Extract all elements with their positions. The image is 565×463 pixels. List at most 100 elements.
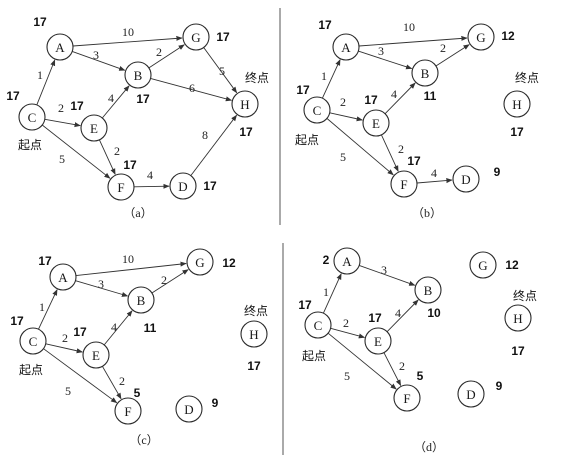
distance-label: 17 — [510, 125, 524, 139]
node-c: C — [19, 327, 47, 355]
edge-weight-label: 2 — [399, 359, 405, 373]
node-circle — [19, 327, 47, 355]
end-label: 终点 — [244, 303, 268, 318]
edge-a-c-a — [36, 59, 56, 106]
node-circle — [333, 247, 361, 275]
edge-b-f-d — [416, 178, 453, 184]
edge-weight-label: 5 — [65, 384, 71, 398]
node-g: G — [467, 23, 495, 51]
node-circle — [46, 33, 74, 61]
node-circle — [231, 90, 259, 118]
node-circle — [469, 251, 497, 279]
node-label: E — [92, 348, 100, 363]
end-label: 终点 — [513, 288, 537, 303]
node-label: D — [461, 172, 470, 187]
distance-label: 17 — [38, 254, 52, 268]
edge-b-c-a — [321, 59, 341, 99]
node-d: D — [169, 172, 197, 200]
edge-weight-label: 8 — [202, 128, 208, 142]
distance-label: 17 — [318, 18, 332, 32]
distance-label: 11 — [424, 89, 437, 103]
panel-caption: （b） — [412, 206, 442, 220]
node-label: G — [195, 255, 204, 270]
distance-label: 17 — [216, 30, 230, 44]
edge-c-e-b — [103, 310, 133, 346]
start-label: 起点 — [302, 349, 326, 363]
edge-weight-label: 1 — [39, 300, 45, 314]
node-circle — [503, 90, 531, 118]
node-label: B — [424, 283, 433, 298]
edge-d-c-f — [327, 332, 397, 390]
node-c: C — [18, 103, 46, 131]
edge-weight-label: 4 — [431, 166, 437, 180]
node-label: G — [191, 30, 200, 45]
edge-weight-label: 2 — [119, 374, 125, 388]
edge-c-b-g — [151, 269, 189, 294]
edge-a-b-h — [150, 77, 233, 102]
edge-weight-label: 1 — [323, 285, 329, 299]
node-circle — [107, 173, 135, 201]
edge-weight-label: 2 — [398, 142, 404, 156]
edge-weight-label: 6 — [189, 81, 195, 95]
node-label: G — [476, 30, 485, 45]
distance-label: 12 — [501, 29, 515, 43]
edge-weight-label: 5 — [344, 369, 350, 383]
edge-weight-label: 2 — [62, 331, 68, 345]
edge-weight-label: 3 — [381, 263, 387, 277]
distance-label: 12 — [505, 258, 519, 272]
node-label: D — [466, 387, 475, 402]
node-a: A — [332, 33, 360, 61]
edge-c-c-f — [43, 348, 118, 404]
distance-label: 17 — [298, 298, 312, 312]
edge-weight-label: 2 — [58, 101, 64, 115]
edge-a-e-b — [101, 85, 130, 119]
edge-weight-label: 2 — [440, 41, 446, 55]
edge-d-c-e — [330, 327, 366, 339]
node-label: C — [29, 334, 38, 349]
node-f: F — [390, 170, 418, 198]
node-g: G — [186, 248, 214, 276]
node-h: H — [504, 304, 532, 332]
edge-weight-label: 5 — [59, 152, 65, 166]
node-e: E — [364, 327, 392, 355]
node-f: F — [393, 384, 421, 412]
end-label: 终点 — [515, 70, 539, 85]
node-b: B — [124, 61, 152, 89]
node-label: H — [240, 97, 249, 112]
edge-weight-label: 10 — [122, 25, 134, 39]
distance-label: 17 — [10, 314, 24, 328]
node-label: E — [374, 334, 382, 349]
node-circle — [332, 33, 360, 61]
edge-weight-label: 4 — [147, 168, 153, 182]
node-label: B — [421, 66, 430, 81]
node-a: A — [49, 263, 77, 291]
node-circle — [457, 380, 485, 408]
edge-b-a-g — [358, 35, 468, 47]
panel-caption: （c） — [129, 433, 158, 447]
panel-caption: （a） — [123, 206, 152, 220]
edge-weight-label: 1 — [321, 69, 327, 83]
distance-label: 5 — [417, 369, 424, 383]
node-label: D — [178, 179, 187, 194]
node-g: G — [182, 23, 210, 51]
node-label: F — [403, 391, 410, 406]
node-circle — [452, 165, 480, 193]
distance-label: 17 — [407, 154, 421, 168]
node-f: F — [114, 397, 142, 425]
edge-weight-label: 5 — [340, 150, 346, 164]
distance-label: 17 — [6, 89, 20, 103]
edge-weight-label: 4 — [108, 91, 114, 105]
node-label: A — [341, 40, 351, 55]
edge-a-c-f — [41, 124, 111, 179]
distance-label: 2 — [323, 253, 330, 267]
distance-label: 17 — [296, 83, 310, 97]
start-label: 起点 — [19, 363, 43, 377]
node-d: D — [175, 395, 203, 423]
node-circle — [82, 341, 110, 369]
node-label: B — [137, 293, 146, 308]
node-label: G — [478, 258, 487, 273]
